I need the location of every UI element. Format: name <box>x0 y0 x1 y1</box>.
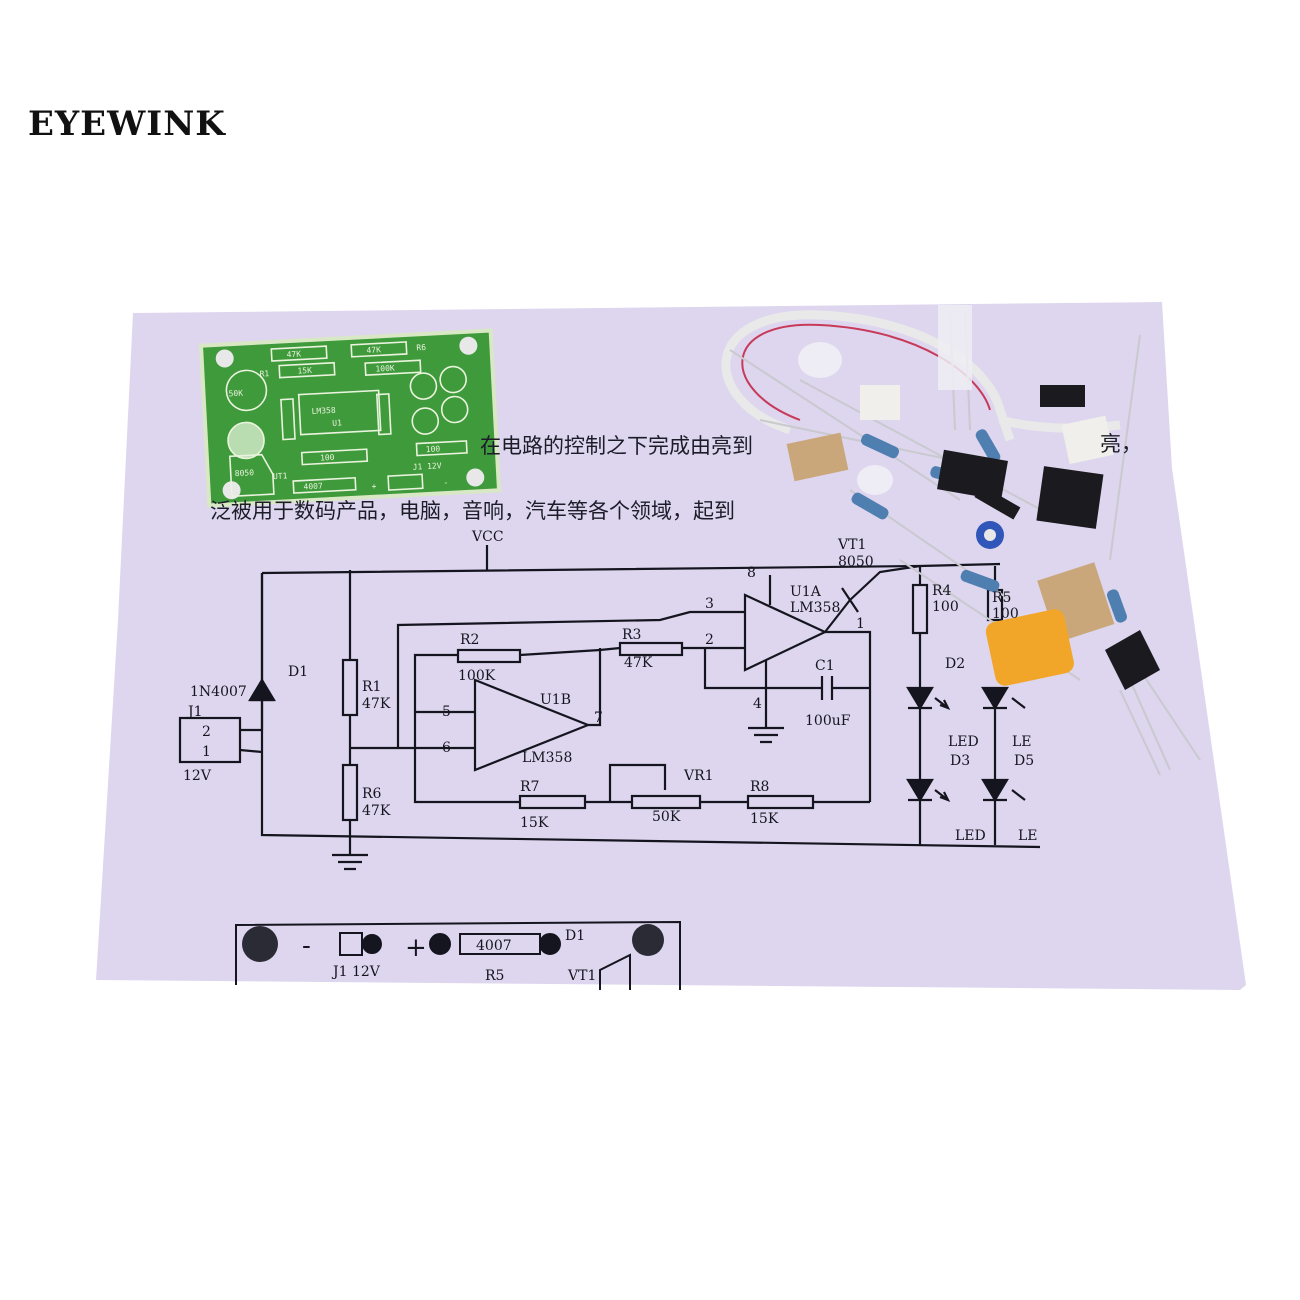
pcb-label-100-a: 100 <box>320 453 335 463</box>
label-12v: 12V <box>183 768 212 784</box>
label-u1a: U1A <box>790 584 822 600</box>
strip-vt1: VT1 <box>567 968 596 984</box>
strip-plus: + <box>405 933 427 963</box>
label-d1: D1 <box>288 664 308 680</box>
pcb-layout-strip <box>235 920 681 990</box>
label-r8-value: 15K <box>750 811 779 827</box>
pcb-label-47k-b: 47K <box>366 345 381 355</box>
pcb-label-j1: J1 12V <box>412 461 442 472</box>
label-vcc: VCC <box>471 529 504 545</box>
label-r6-value: 47K <box>362 803 391 819</box>
manual-text-line1-end: 亮， <box>1100 432 1142 456</box>
pcb-label-lm358: LM358 <box>311 406 336 416</box>
label-le-bottom: LE <box>1018 828 1038 844</box>
label-led-d3: LED <box>948 734 979 750</box>
circuit-schematic <box>178 545 1041 871</box>
label-1n4007: 1N4007 <box>190 684 247 700</box>
pcb-label-u1: U1 <box>332 418 342 428</box>
pcb-board: 47K R1 15K 47K R6 100K LM358 U1 50K 100 … <box>198 328 502 508</box>
label-d2: D2 <box>945 656 965 672</box>
label-vt1: VT1 <box>837 537 866 553</box>
pcb-label-100k: 100K <box>375 364 395 374</box>
label-led-bottom: LED <box>955 828 986 844</box>
pcb-label-4007: 4007 <box>303 482 323 492</box>
label-r3-value: 47K <box>624 655 653 671</box>
pcb-label-15k: 15K <box>297 366 312 376</box>
strip-4007: 4007 <box>476 938 512 954</box>
label-r7-value: 15K <box>520 815 549 831</box>
label-r1: R1 <box>362 679 381 695</box>
label-d5: D5 <box>1014 753 1034 769</box>
label-pin2: 2 <box>705 632 714 648</box>
label-u1b: U1B <box>540 692 571 708</box>
label-pin7: 7 <box>594 710 603 726</box>
label-r5: R5 <box>992 590 1011 606</box>
label-r1-value: 47K <box>362 696 391 712</box>
pcb-label-r6: R6 <box>416 343 426 353</box>
label-pin6: 6 <box>442 740 451 756</box>
pcb-label-100-b: 100 <box>426 444 441 454</box>
pcb-label-47k-a: 47K <box>286 349 301 359</box>
label-r3: R3 <box>622 627 641 643</box>
label-r2: R2 <box>460 632 479 648</box>
label-r7: R7 <box>520 779 539 795</box>
label-u1a-lm358: LM358 <box>790 600 840 616</box>
label-vr1-value: 50K <box>652 809 681 825</box>
loose-components <box>721 305 1201 776</box>
label-pin3: 3 <box>705 596 714 612</box>
label-r6: R6 <box>362 786 382 802</box>
label-j1: J1 <box>186 704 203 720</box>
label-r5-value: 100 <box>992 606 1019 622</box>
label-j1-pin2: 2 <box>202 724 211 740</box>
label-vt1-8050: 8050 <box>838 554 874 570</box>
label-c1: C1 <box>815 658 835 674</box>
manual-text-line1: 在电路的控制之下完成由亮到 <box>480 434 753 458</box>
manual-text-line2: 泛被用于数码产品，电脑，音响，汽车等各个领域，起到 <box>210 499 735 523</box>
pcb-label-r1: R1 <box>259 369 269 379</box>
brand-logo-text: EYEWINK <box>28 104 226 144</box>
label-d3: D3 <box>950 753 970 769</box>
label-pin4: 4 <box>753 696 762 712</box>
label-u1b-lm358: LM358 <box>522 750 572 766</box>
strip-d1: D1 <box>565 928 585 944</box>
label-le-d5: LE <box>1012 734 1032 750</box>
pcb-label-8050: 8050 <box>235 468 255 478</box>
strip-j1: J1 12V <box>331 964 381 980</box>
label-vr1: VR1 <box>683 768 714 784</box>
pcb-label-ut1: UT1 <box>273 471 288 481</box>
label-r4: R4 <box>932 583 952 599</box>
label-c1-value: 100uF <box>805 713 851 729</box>
strip-minus: - <box>302 931 311 961</box>
pcb-label-50k: 50K <box>228 389 243 399</box>
pcb-label-minus: - <box>443 478 448 487</box>
label-pin8: 8 <box>747 565 756 581</box>
strip-r5: R5 <box>485 968 504 984</box>
label-r8: R8 <box>750 779 769 795</box>
label-j1-pin1: 1 <box>202 744 211 760</box>
pcb-label-plus: + <box>371 482 376 491</box>
label-r4-value: 100 <box>932 599 959 615</box>
label-pin5: 5 <box>442 704 451 720</box>
label-r2-value: 100K <box>458 668 496 684</box>
label-pin1: 1 <box>856 616 865 632</box>
